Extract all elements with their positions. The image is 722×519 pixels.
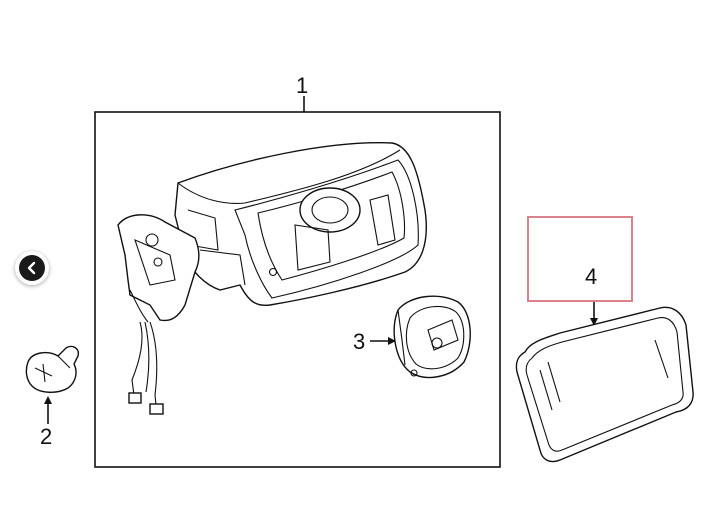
chevron-left-icon — [19, 255, 45, 281]
previous-button[interactable] — [15, 251, 49, 285]
callout-4-arrowhead — [590, 318, 598, 326]
mirror-glass — [515, 306, 694, 463]
callout-4-highlight-box — [527, 216, 633, 302]
callout-3-arrowhead — [388, 337, 396, 345]
screw — [25, 345, 80, 393]
mount-arm — [117, 214, 200, 415]
mirror-actuator — [393, 295, 471, 379]
assembly-frame — [94, 111, 501, 468]
callout-4-label: 4 — [585, 264, 597, 289]
callout-3-label: 3 — [353, 329, 365, 354]
mirror-housing — [174, 142, 427, 307]
callout-2-label: 2 — [40, 424, 52, 449]
callout-2-arrowhead — [44, 396, 52, 404]
callout-1-label: 1 — [296, 73, 308, 98]
